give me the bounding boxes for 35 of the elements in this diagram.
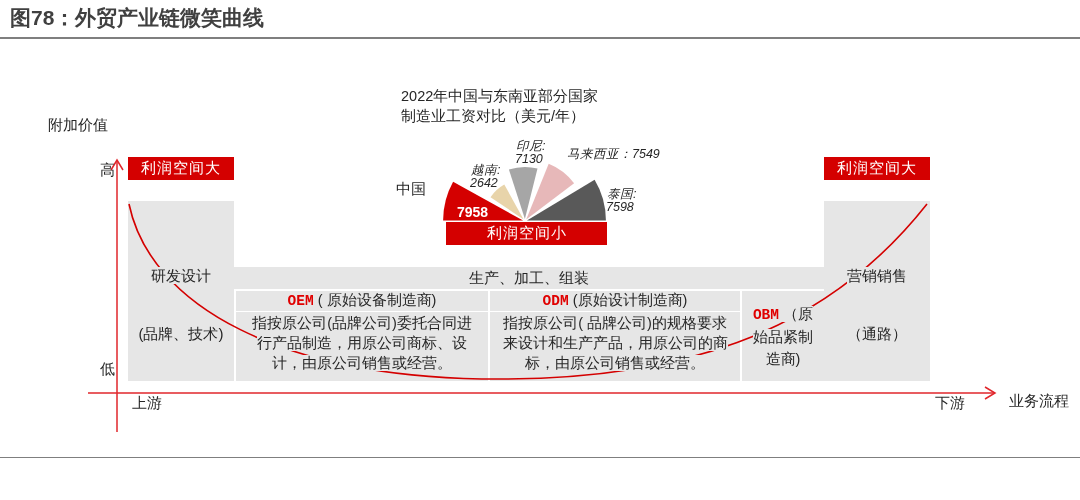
- category-label: 印尼:: [516, 138, 546, 154]
- category-label: 越南:: [471, 162, 501, 178]
- value-label: 7130: [515, 152, 543, 166]
- figure-title: 图78：外贸产业链微笑曲线: [10, 5, 265, 31]
- axis-end-label: 下游: [935, 394, 965, 413]
- cell-heading: OEM ( 原始设备制造商): [287, 292, 437, 308]
- axis-level-label: 低: [100, 360, 115, 379]
- cell-description: 指按原公司( 品牌公司)的规格要求来设计和生产产品，用原公司的商标，由原公司销售或经营。: [501, 314, 729, 373]
- mode-panel: [740, 289, 824, 381]
- chart-title: 2022年中国与东南亚部分国家制造业工资对比（美元/年）: [401, 87, 600, 126]
- stage-note: (品牌、技术): [138, 325, 224, 342]
- cell-heading: OBM （原始品紧制造商): [751, 305, 815, 369]
- axis-title: 附加价值: [48, 116, 108, 135]
- axis-level-label: 高: [100, 161, 115, 180]
- category-label: 中国: [396, 180, 426, 199]
- stage-title: 研发设计: [151, 267, 211, 284]
- axis-end-label: 上游: [132, 394, 162, 413]
- mode-panel: [234, 289, 488, 381]
- stage-panel: [824, 201, 930, 381]
- stage-panel: [128, 201, 234, 381]
- production-band: [234, 267, 824, 381]
- stage-title: 营销销售: [847, 267, 907, 284]
- axis-title: 业务流程: [1009, 392, 1069, 411]
- value-label: 7598: [606, 200, 634, 214]
- profit-tag: 利润空间大: [128, 157, 234, 180]
- cell-description: 指按原公司(品牌公司)委托合同进行产品制造，用原公司商标、设计，由原公司销售或经营。: [251, 314, 473, 373]
- value-label: 7958: [457, 204, 489, 220]
- profit-tag: 利润空间小: [446, 222, 607, 245]
- value-label: 2642: [470, 176, 498, 190]
- profit-tag: 利润空间大: [824, 157, 930, 180]
- data-label: 马来西亚：7549: [567, 146, 660, 163]
- category-label: 泰国:: [607, 186, 637, 202]
- cell-heading: ODM (原始设计制造商): [542, 292, 688, 308]
- mode-panel: [488, 289, 740, 381]
- band-title: 生产、加工、组装: [469, 269, 589, 286]
